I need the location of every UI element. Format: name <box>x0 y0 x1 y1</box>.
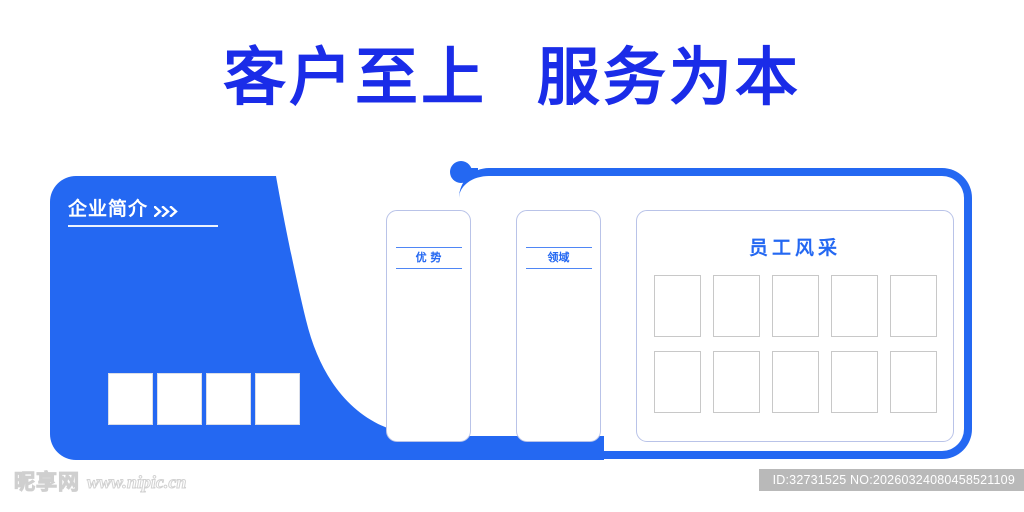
staff-photo-placeholder[interactable] <box>654 351 701 413</box>
staff-photo-placeholder[interactable] <box>654 275 701 337</box>
staff-photo-placeholder[interactable] <box>831 351 878 413</box>
intro-title: 企业简介 <box>68 198 149 220</box>
staff-panel-title: 员工风采 <box>748 237 841 259</box>
watermark-brand: 昵享网 <box>14 470 80 495</box>
watermark-url: www.nipic.cn <box>86 472 187 493</box>
card-field[interactable]: 领域 <box>516 210 601 442</box>
double-chevron-right-icon <box>154 206 180 220</box>
staff-photo-placeholder[interactable] <box>890 275 937 337</box>
staff-photo-placeholder[interactable] <box>772 275 819 337</box>
staff-photo-placeholder[interactable] <box>831 275 878 337</box>
card-advantage[interactable]: 优 势 <box>386 210 471 442</box>
intro-box[interactable] <box>206 373 251 425</box>
staff-photo-grid <box>654 275 938 413</box>
staff-photo-placeholder[interactable] <box>713 275 760 337</box>
page-title: 客户至上 服务为本 <box>223 41 801 114</box>
intro-box-row <box>108 373 300 425</box>
watermark: 昵享网 www.nipic.cn <box>14 470 187 495</box>
staff-photo-placeholder[interactable] <box>772 351 819 413</box>
intro-underline <box>68 225 218 227</box>
intro-box[interactable] <box>255 373 300 425</box>
intro-box[interactable] <box>157 373 202 425</box>
card-field-tag: 领域 <box>525 247 592 269</box>
connector-dot-icon <box>450 161 472 183</box>
right-outline-frame <box>459 168 972 459</box>
intro-box[interactable] <box>108 373 153 425</box>
staff-photo-placeholder[interactable] <box>713 351 760 413</box>
staff-showcase-panel: 员工风采 <box>636 210 954 442</box>
staff-photo-placeholder[interactable] <box>890 351 937 413</box>
intro-heading-block: 企业简介 <box>68 198 248 227</box>
card-advantage-tag: 优 势 <box>395 247 462 269</box>
asset-id-bar: ID:32731525 NO:20260324080458521109 <box>758 469 1024 491</box>
